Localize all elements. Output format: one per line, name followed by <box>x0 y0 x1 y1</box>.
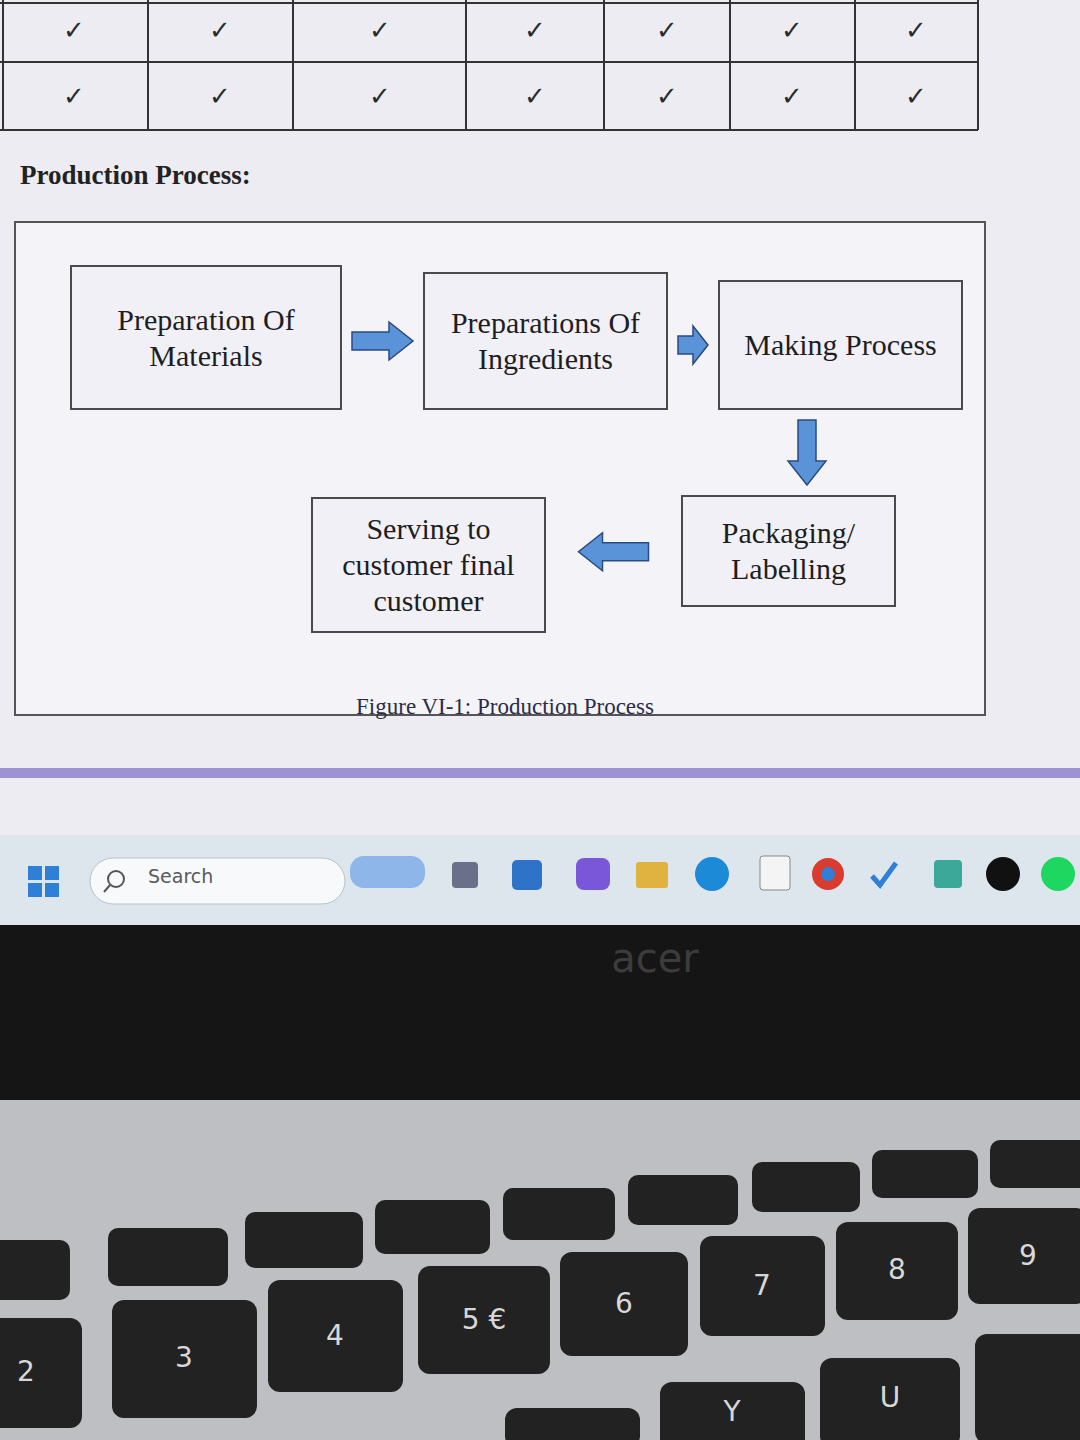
search-box <box>90 858 345 904</box>
key-label: 7 <box>753 1271 771 1302</box>
key-label: 2 <box>17 1357 35 1388</box>
key-label: 3 <box>175 1343 193 1374</box>
box-text: Packaging/ Labelling <box>683 515 894 587</box>
table-check: ✓ <box>369 82 391 111</box>
section-title: Production Process: <box>20 160 251 191</box>
table-check: ✓ <box>369 16 391 45</box>
taskbar <box>0 835 1080 925</box>
key-label: 5 € <box>462 1305 507 1336</box>
table-check: ✓ <box>524 16 546 45</box>
process-box: Preparations Of Ingredients <box>423 272 668 410</box>
screen <box>0 0 1080 835</box>
screen-bezel <box>0 925 1080 1100</box>
key-label: 9 <box>1019 1241 1037 1272</box>
table-check: ✓ <box>63 16 85 45</box>
brand-logo: acer <box>611 936 699 980</box>
table-check: ✓ <box>905 16 927 45</box>
window-edge <box>0 768 1080 778</box>
keyboard-keys <box>0 1140 1080 1440</box>
block-arrow <box>352 322 413 360</box>
check-table <box>0 0 978 130</box>
key-label: 8 <box>888 1255 906 1286</box>
table-check: ✓ <box>524 82 546 111</box>
taskbar-icons <box>452 856 1075 891</box>
key-label: 6 <box>615 1289 633 1320</box>
table-check: ✓ <box>781 82 803 111</box>
table-check: ✓ <box>905 82 927 111</box>
search-icon <box>108 871 124 887</box>
box-text: Preparation Of Materials <box>72 302 340 374</box>
key-label: U <box>880 1383 901 1414</box>
block-arrow <box>788 420 826 485</box>
table-check: ✓ <box>209 82 231 111</box>
block-arrow <box>579 533 649 571</box>
search-label: Search <box>148 866 213 887</box>
process-box: Packaging/ Labelling <box>681 495 896 607</box>
table-check: ✓ <box>656 82 678 111</box>
process-box: Serving to customer final customer <box>311 497 546 633</box>
table-check: ✓ <box>63 82 85 111</box>
table-check: ✓ <box>209 16 231 45</box>
process-box: Preparation Of Materials <box>70 265 342 410</box>
block-arrow <box>678 326 708 364</box>
process-box: Making Process <box>718 280 963 410</box>
box-text: Preparations Of Ingredients <box>425 305 666 377</box>
table-check: ✓ <box>656 16 678 45</box>
start-button <box>28 866 59 897</box>
table-check: ✓ <box>781 16 803 45</box>
figure-caption: Figure VI-1: Production Process <box>356 694 654 720</box>
key-label: 4 <box>326 1321 344 1352</box>
box-text: Making Process <box>732 327 948 363</box>
figure-frame <box>15 222 985 715</box>
key-label: Y <box>723 1397 740 1428</box>
box-text: Serving to customer final customer <box>313 511 544 619</box>
widget-icon <box>350 856 425 888</box>
